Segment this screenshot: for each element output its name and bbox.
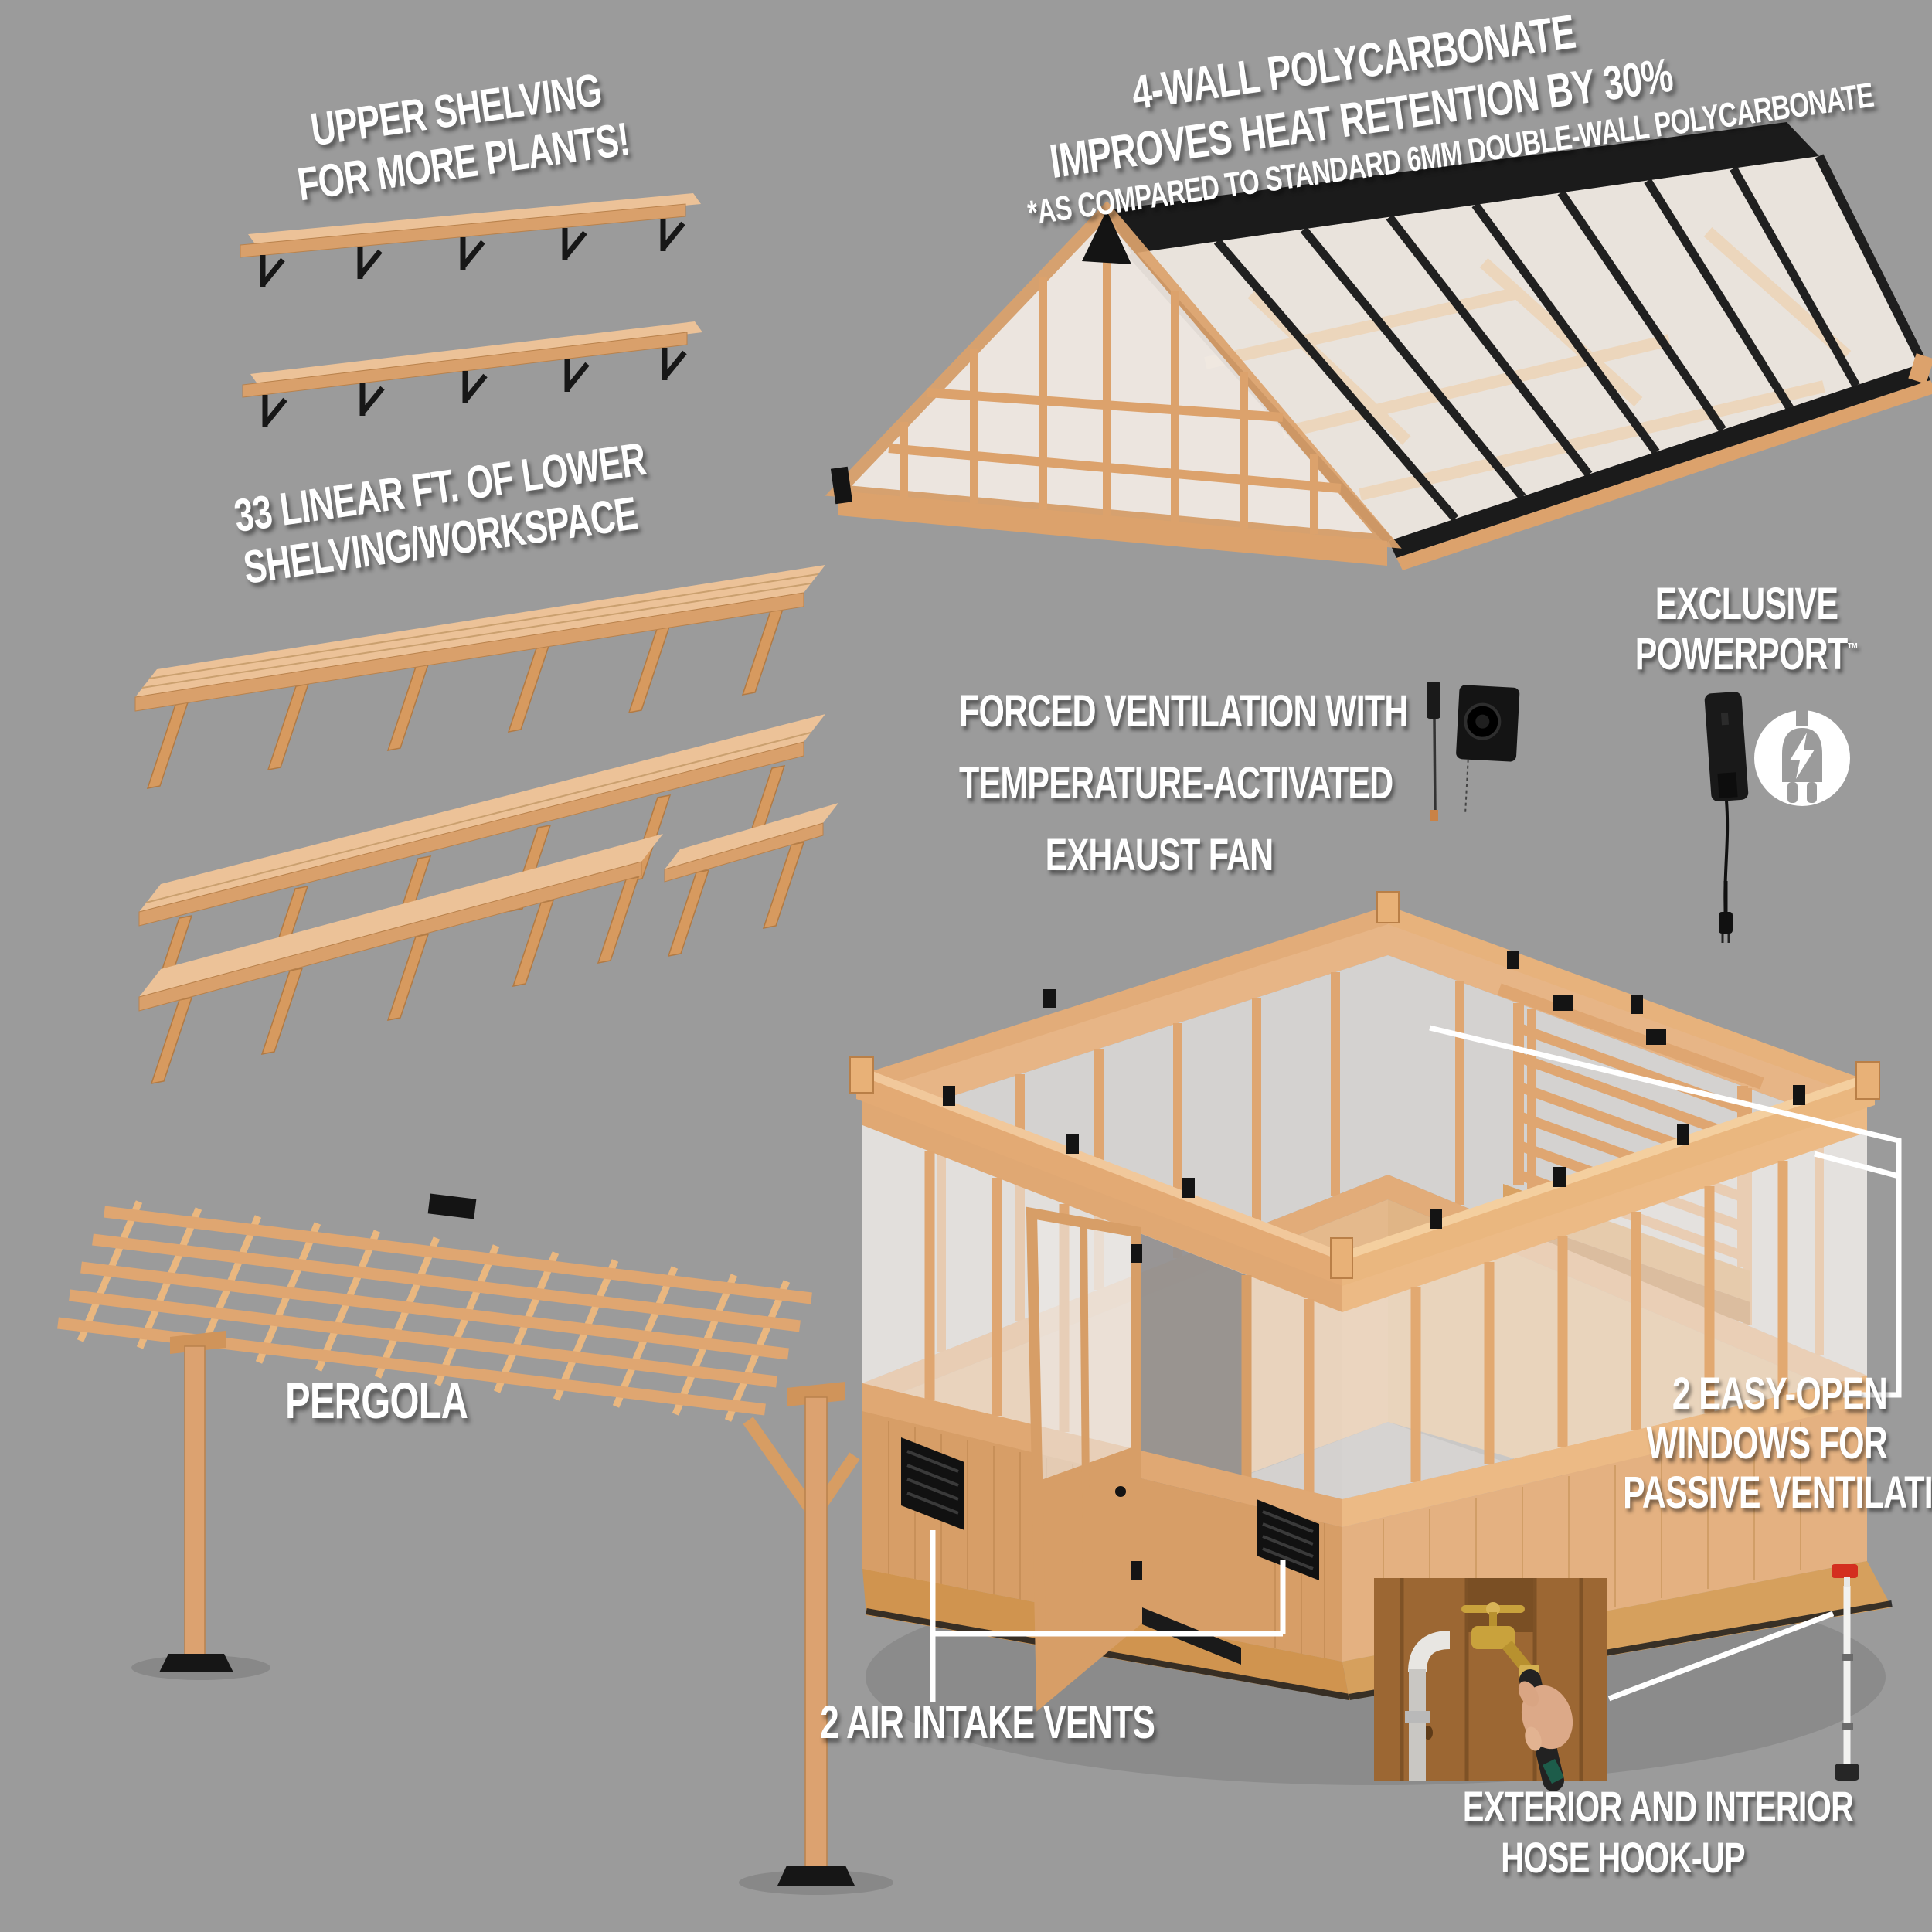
forced-ventilation-line1: FORCED VENTILATION WITH <box>959 686 1408 736</box>
fan-pull-chain <box>1464 759 1469 812</box>
air-intake-vent-2 <box>1257 1499 1319 1580</box>
shelf-brackets <box>262 348 687 427</box>
shelf-legs <box>150 876 640 1084</box>
roof-gable-end <box>825 201 1932 566</box>
hose-valve-handle <box>1832 1564 1858 1578</box>
hose-line2: HOSE HOOK-UP <box>1501 1833 1746 1883</box>
powerport-line1: EXCLUSIVE <box>1655 579 1838 629</box>
upper-shelf-1 <box>240 193 701 287</box>
lower-shelf-small <box>664 803 838 957</box>
forced-ventilation-line3: EXHAUST FAN <box>1045 829 1274 880</box>
photo-brass-faucet <box>1461 1602 1539 1679</box>
callout-windows: 2 EASY-OPEN WINDOWS FOR PASSIVE VENTILAT… <box>1623 1369 1932 1518</box>
hose-hookup-photo <box>1374 1578 1607 1791</box>
gable-bracket <box>830 466 853 505</box>
post-base-plate <box>159 1654 233 1672</box>
greenhouse-top-rails <box>849 891 1880 1286</box>
thermometer-probe-icon <box>1427 682 1440 821</box>
photo-pvc-pipe <box>1405 1631 1451 1781</box>
polycarbonate-roof-illustration <box>825 122 1932 570</box>
lower-shelf-row-3 <box>138 834 663 1084</box>
exhaust-fan-illustration <box>1427 682 1520 821</box>
callout-pergola: PERGOLA <box>285 1372 468 1430</box>
door-handle <box>1115 1486 1126 1497</box>
windows-line2: WINDOWS FOR <box>1646 1417 1888 1468</box>
greenhouse-open-door <box>1026 1206 1142 1712</box>
powerport-device <box>1704 692 1749 801</box>
callout-forced-ventilation: FORCED VENTILATION WITH TEMPERATURE-ACTI… <box>959 676 1408 891</box>
roof-ridge-cap <box>1107 122 1819 253</box>
pergola-illustration <box>57 1193 893 1895</box>
shelf-legs <box>667 842 805 957</box>
windows-callout-lines <box>1429 1025 1902 1398</box>
air-intake-vent-1 <box>901 1437 964 1530</box>
upper-shelving-illustration <box>240 193 702 427</box>
roof-eave-beam <box>1396 380 1932 570</box>
wall-window-panels <box>1342 1132 1867 1499</box>
gable-studs <box>900 216 1318 534</box>
lightning-bolt-icon <box>1790 733 1815 779</box>
hose-callout-line <box>1607 1611 1835 1702</box>
photo-hand-and-hose <box>1518 1669 1573 1791</box>
callout-powerport: EXCLUSIVE POWERPORT™ <box>1632 579 1861 680</box>
panel-clips <box>943 951 1805 1229</box>
windows-line3: PASSIVE VENTILATION <box>1623 1467 1932 1518</box>
pergola-right-post <box>743 1382 860 1886</box>
lower-shelf-row-1 <box>134 565 825 789</box>
shelf-brackets <box>260 219 685 287</box>
exhaust-fan-icon <box>1456 685 1520 812</box>
forced-ventilation-line2: TEMPERATURE-ACTIVATED <box>959 757 1393 808</box>
hose-line1: EXTERIOR AND INTERIOR <box>1462 1782 1854 1831</box>
callout-hose: EXTERIOR AND INTERIOR HOSE HOOK-UP <box>1462 1781 1854 1883</box>
pergola-connector-plate <box>427 1193 477 1219</box>
vents-callout-lines <box>930 1530 1286 1702</box>
shelf-legs <box>146 608 784 789</box>
powerport-icon <box>1754 703 1850 806</box>
windows-line1: 2 EASY-OPEN <box>1672 1369 1888 1419</box>
powerport-line2: POWERPORT™ <box>1634 628 1859 679</box>
pergola-label: PERGOLA <box>285 1372 468 1429</box>
gable-gusset-plate <box>1082 210 1131 264</box>
window-mullions <box>1410 1161 1788 1482</box>
post-base-plate <box>777 1866 855 1886</box>
lower-shelving-illustration <box>134 565 838 1084</box>
callout-air-vents: 2 AIR INTAKE VENTS <box>820 1696 1155 1749</box>
powerport-illustration <box>1704 692 1850 920</box>
pergola-left-post <box>159 1331 233 1672</box>
roof-eave-band <box>1389 363 1930 558</box>
powerport-tm: ™ <box>1847 640 1859 658</box>
hose-pipe-illustration <box>1607 1564 1859 1781</box>
pergola-lattice <box>57 1193 812 1422</box>
powerport-cord <box>1723 800 1730 920</box>
upper-shelf-2 <box>242 321 702 427</box>
roof-battens <box>1213 166 1860 522</box>
air-vents-label: 2 AIR INTAKE VENTS <box>820 1696 1155 1748</box>
